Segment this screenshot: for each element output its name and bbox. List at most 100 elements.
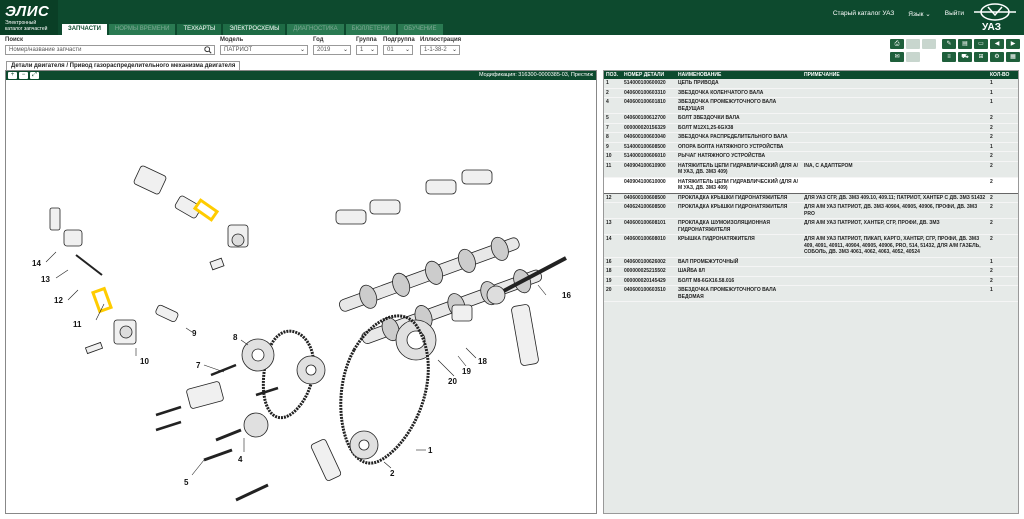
cell-note: [802, 97, 988, 114]
callout-12[interactable]: 12: [54, 296, 63, 305]
cell-num: 040600100608500: [622, 193, 676, 203]
table-row[interactable]: 8040600100603040Звездочка распределитель…: [604, 132, 1018, 143]
cell-num: 040600100601810: [622, 97, 676, 114]
search-icon[interactable]: [204, 46, 212, 54]
col-part-number[interactable]: Номер детали: [622, 71, 676, 79]
model-label: Модель: [220, 37, 244, 43]
cell-pos: [604, 202, 622, 219]
callout-5[interactable]: 5: [184, 478, 189, 487]
cell-name: Опора болта натяжного устройства: [676, 142, 802, 152]
callout-16[interactable]: 16: [562, 291, 571, 300]
cell-name: Болт звездочки вала: [676, 113, 802, 124]
model-select[interactable]: ПАТРИОТ⌄: [220, 45, 308, 55]
language-selector[interactable]: Язык ⌄: [908, 11, 931, 18]
table-row[interactable]: 11040904100610900Натяжитель цепи гидравл…: [604, 161, 1018, 178]
app-logo[interactable]: ЭЛИС Электронный каталог запчастей: [0, 0, 58, 35]
cell-note: [802, 285, 988, 302]
list-icon[interactable]: ≡: [942, 52, 956, 62]
callout-19[interactable]: 19: [462, 367, 471, 376]
edit-icon[interactable]: ✎: [942, 39, 956, 49]
mail-icon[interactable]: ✉: [890, 52, 904, 62]
callout-4[interactable]: 4: [238, 455, 243, 464]
illustration-select[interactable]: 1-1-38-2⌄: [420, 45, 460, 55]
table-row[interactable]: 14040600100608010Крышка гидронатяжителяД…: [604, 234, 1018, 258]
table-row[interactable]: 4040600100601810Звездочка промежуточного…: [604, 97, 1018, 114]
col-pos[interactable]: Поз.: [604, 71, 622, 79]
tab-0[interactable]: Запчасти: [62, 24, 107, 35]
print-icon[interactable]: ⎙: [890, 39, 904, 49]
group-select[interactable]: 1⌄: [356, 45, 378, 55]
callout-14[interactable]: 14: [32, 259, 41, 268]
settings-icon[interactable]: ⚙: [990, 52, 1004, 62]
callout-9[interactable]: 9: [192, 329, 197, 338]
subgroup-select[interactable]: 01⌄: [383, 45, 413, 55]
callout-11[interactable]: 11: [73, 320, 82, 329]
chevron-down-icon: ⌄: [369, 47, 375, 53]
table-row[interactable]: 040624100608500Прокладка крышки гидронат…: [604, 202, 1018, 219]
fit-icon[interactable]: ⤢: [30, 72, 39, 79]
table-row[interactable]: 16040600100626002Вал промежуточный1: [604, 257, 1018, 267]
cell-qty: 2: [988, 202, 1018, 219]
cell-note: [802, 123, 988, 133]
table-row[interactable]: 040904100610000Натяжитель цепи гидравлич…: [604, 176, 1018, 194]
cell-note: [802, 266, 988, 277]
callout-1[interactable]: 1: [428, 446, 433, 455]
cell-num: 040624100608500: [622, 202, 676, 219]
cell-pos: 4: [604, 97, 622, 114]
cell-qty: 1: [988, 88, 1018, 98]
callout-13[interactable]: 13: [41, 275, 50, 284]
table-row[interactable]: 18000000025215502Шайба 8Л2: [604, 266, 1018, 277]
callout-7[interactable]: 7: [196, 361, 201, 370]
col-note[interactable]: Примечание: [802, 71, 988, 79]
table-row[interactable]: 13040600100608101Прокладка шумоизоляцион…: [604, 218, 1018, 235]
export-icon: [922, 39, 936, 49]
prev-icon[interactable]: ◀: [990, 39, 1004, 49]
cell-name: Звездочка промежуточного вала ведомая: [676, 285, 802, 302]
callout-20[interactable]: 20: [448, 377, 457, 386]
window-icon[interactable]: ▭: [974, 39, 988, 49]
basket-icon[interactable]: ⊞: [974, 52, 988, 62]
cell-pos: [604, 176, 622, 194]
tab-2[interactable]: Техкарты: [177, 24, 222, 35]
table-row[interactable]: 5040600100612700Болт звездочки вала2: [604, 113, 1018, 124]
tab-3[interactable]: Электросхемы: [223, 24, 286, 35]
callout-8[interactable]: 8: [233, 333, 238, 342]
next-icon[interactable]: ▶: [1006, 39, 1020, 49]
table-row[interactable]: 20040600100603510Звездочка промежуточног…: [604, 285, 1018, 302]
cell-pos: 1: [604, 79, 622, 89]
layout-icon[interactable]: ▦: [1006, 52, 1020, 62]
callout-10[interactable]: 10: [140, 357, 149, 366]
zoom-in-icon[interactable]: +: [8, 72, 17, 79]
table-row[interactable]: 10514000100606010Рычаг натяжного устройс…: [604, 151, 1018, 162]
callout-18[interactable]: 18: [478, 357, 487, 366]
cell-note: [802, 132, 988, 143]
table-row[interactable]: 12040600100608500Прокладка крышки гидрон…: [604, 193, 1018, 203]
logout-link[interactable]: Выйти: [944, 10, 964, 17]
cell-note: Для а/м УАЗ Патриот, дв. ЗМЗ 40904, 4090…: [802, 202, 988, 219]
cell-pos: 20: [604, 285, 622, 302]
col-qty[interactable]: Кол-во: [988, 71, 1018, 79]
cell-num: 040600100603040: [622, 132, 676, 143]
cart-icon[interactable]: ⛟: [958, 52, 972, 62]
zoom-out-icon[interactable]: −: [19, 72, 28, 79]
search-input[interactable]: Номер/название запчасти: [5, 45, 215, 55]
search-group: Поиск Номер/название запчасти: [5, 37, 215, 55]
cell-pos: 14: [604, 234, 622, 258]
app-header: ЭЛИС Электронный каталог запчастей Запча…: [0, 0, 1024, 35]
cell-name: Прокладка крышки гидронатяжителя: [676, 202, 802, 219]
cell-pos: 10: [604, 151, 622, 162]
breadcrumb[interactable]: Детали двигателя / Привод газораспредели…: [6, 61, 241, 70]
callout-2[interactable]: 2: [390, 469, 395, 478]
table-row[interactable]: 2040600100603310Звездочка коленчатого ва…: [604, 88, 1018, 98]
search-placeholder: Номер/название запчасти: [9, 47, 82, 53]
cell-note: INA, с адаптером: [802, 161, 988, 178]
table-row[interactable]: 1514000100600020Цепь привода1: [604, 79, 1018, 89]
screen-icon[interactable]: ▤: [958, 39, 972, 49]
old-catalog-link[interactable]: Старый каталог УАЗ: [832, 10, 895, 17]
table-row[interactable]: 9514000100608500Опора болта натяжного ус…: [604, 142, 1018, 152]
year-select[interactable]: 2019⌄: [313, 45, 351, 55]
col-name[interactable]: Наименование: [676, 71, 802, 79]
cell-num: 040600100603310: [622, 88, 676, 98]
